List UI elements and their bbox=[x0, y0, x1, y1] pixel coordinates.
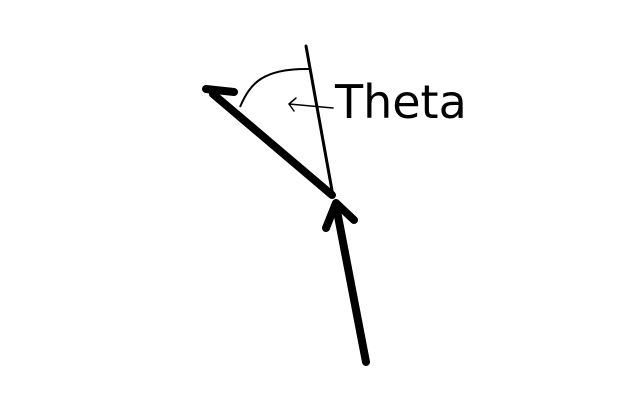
deflected-arrow-shaft bbox=[209, 90, 336, 199]
theta-label: Theta bbox=[334, 75, 467, 129]
angle-arc bbox=[239, 67, 311, 108]
incoming-arrow-head bbox=[322, 199, 358, 232]
pointer-arrow-head bbox=[288, 97, 297, 112]
reference-line bbox=[304, 44, 335, 198]
incoming-arrow-shaft bbox=[333, 207, 370, 366]
pointer-arrow-shaft bbox=[288, 103, 334, 109]
deflected-arrow-head bbox=[202, 85, 238, 96]
